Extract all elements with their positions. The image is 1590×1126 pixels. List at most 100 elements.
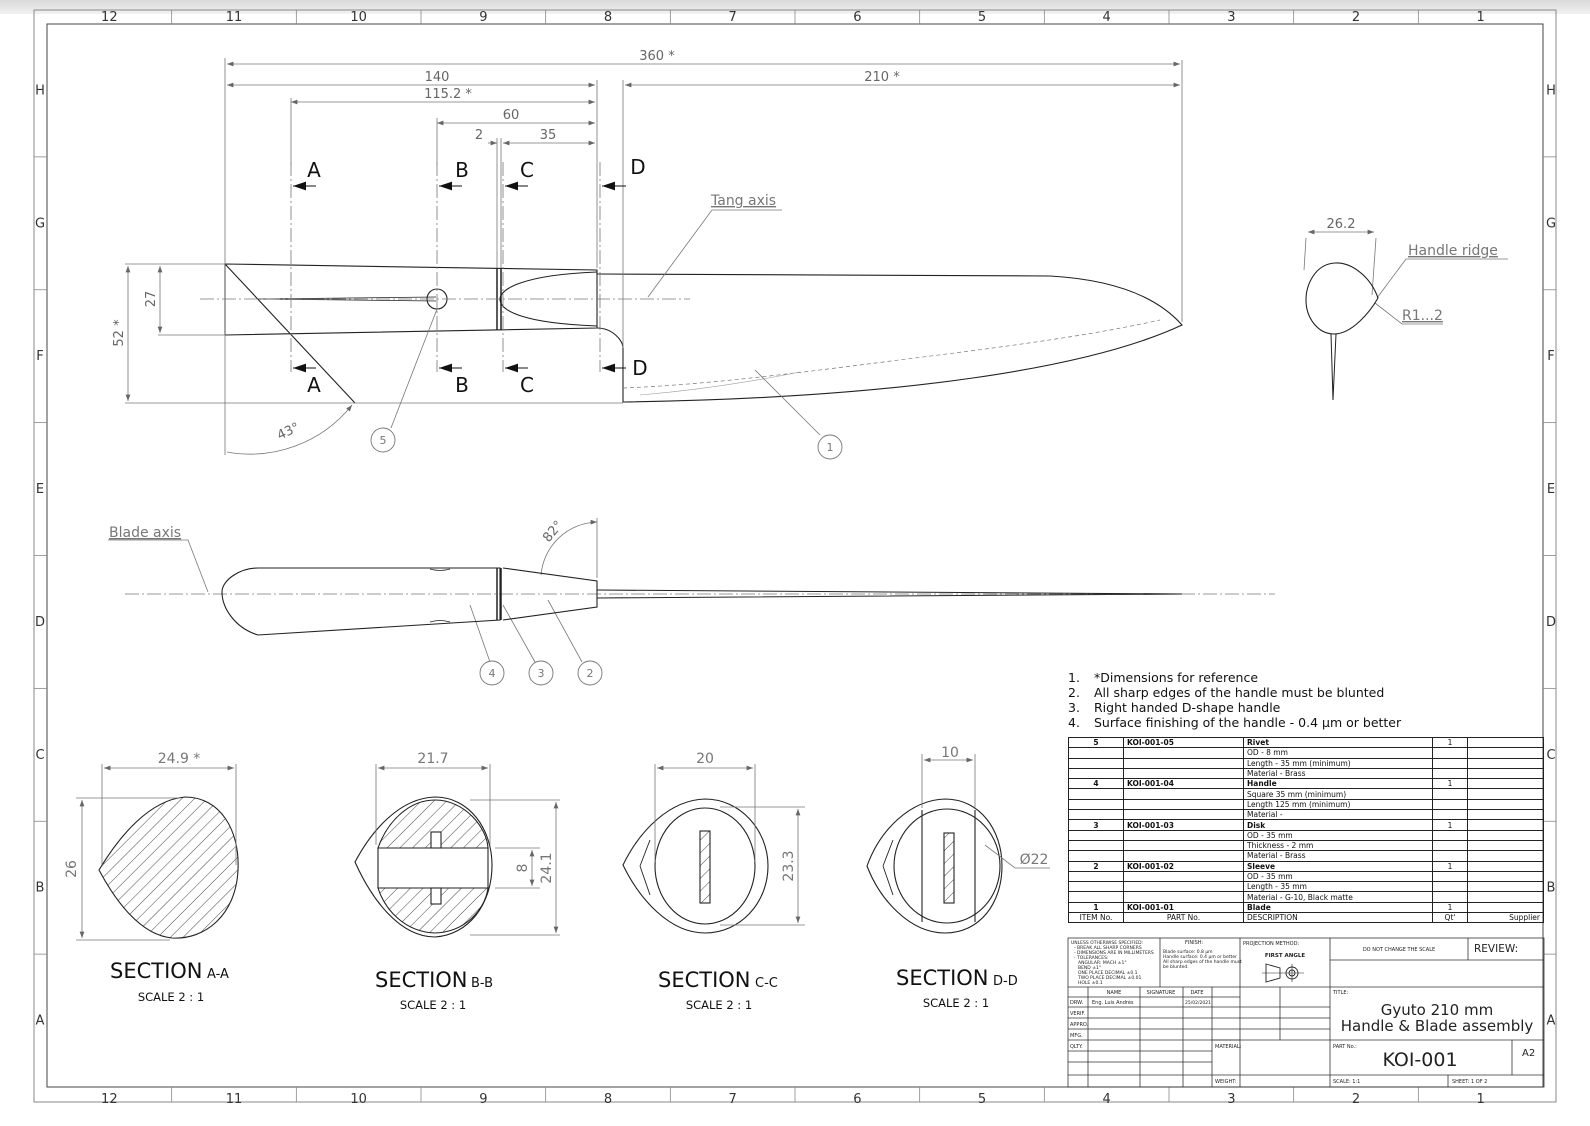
bom-cell-desc: Material - Brass — [1243, 850, 1433, 862]
inner-frame — [46, 23, 1544, 1088]
callout-blade-axis: Blade axis — [109, 525, 181, 541]
section-mark-d-bottom: D — [632, 356, 647, 380]
bom-cell-desc: Length - 35 mm (minimum) — [1243, 757, 1433, 769]
bom-row: Material - Brass — [1068, 767, 1544, 780]
center-lines — [125, 162, 1275, 595]
grid-col-top-2: 2 — [1352, 10, 1360, 25]
section-a-title: SECTION — [110, 959, 203, 983]
dim-angle-sleeve: 82° — [540, 518, 566, 545]
section-d — [866, 754, 1050, 934]
grid-row-left-G: G — [35, 216, 45, 231]
bom-cell-qty — [1432, 747, 1468, 759]
note-3: 3.Right handed D-shape handle — [1068, 700, 1281, 715]
bom-cell-item — [1068, 870, 1124, 883]
tb-review: REVIEW: — [1474, 943, 1518, 955]
bom-header-part: PART No. — [1123, 912, 1244, 924]
section-mark-a-top: A — [307, 158, 321, 182]
bom-cell-item — [1068, 850, 1124, 862]
bom-cell-qty — [1432, 767, 1468, 780]
tb-unless-1: - BREAK ALL SHARP CORNERS — [1074, 945, 1142, 951]
bom-cell-desc: Square 35 mm (minimum) — [1243, 788, 1433, 800]
tb-role-qlty: QLTY. — [1070, 1044, 1083, 1050]
bom-cell-supplier — [1467, 829, 1544, 841]
section-b — [354, 764, 560, 938]
grid-row-right-H: H — [1546, 83, 1556, 98]
bom-cell-item: 3 — [1068, 819, 1124, 831]
bom-row: OD - 8 mm — [1068, 747, 1544, 759]
balloon-3 — [528, 660, 554, 686]
bom-cell-desc: Length 125 mm (minimum) — [1243, 798, 1433, 811]
grid-row-right-A: A — [1547, 1014, 1556, 1029]
grid-row-right-D: D — [1546, 615, 1556, 630]
tb-role-mfg: MFG. — [1070, 1033, 1083, 1039]
dim-ridge-width: 26.2 — [1327, 217, 1356, 232]
bom-cell-part — [1123, 850, 1244, 862]
grid-col-bottom-3: 3 — [1227, 1092, 1235, 1107]
section-mark-a-bottom: A — [307, 373, 321, 397]
bom-cell-item: 4 — [1068, 778, 1124, 790]
bom-cell-item — [1068, 891, 1124, 903]
bom-cell-supplier — [1467, 736, 1544, 749]
tb-finish-2: Handle surface: 0.4 μm or better — [1163, 954, 1237, 960]
bom-cell-item — [1068, 788, 1124, 800]
dim-rivet-pos: 115.2 * — [424, 87, 472, 102]
section-c-height: 23.3 — [781, 850, 797, 881]
grid-col-bottom-10: 10 — [350, 1092, 367, 1107]
section-mark-c-top: C — [520, 158, 534, 182]
tb-part-no-label: PART No.: — [1333, 1044, 1357, 1050]
tb-first-angle: FIRST ANGLE — [1265, 953, 1306, 959]
dim-sleeve-start: 60 — [503, 108, 520, 123]
tb-sheet: SHEET: 1 OF 2 — [1452, 1079, 1487, 1085]
tb-col-name: NAME — [1107, 990, 1122, 996]
bom-row: OD - 35 mm — [1068, 829, 1544, 841]
bom-cell-desc: Length - 35 mm — [1243, 881, 1433, 893]
bom-cell-supplier — [1467, 870, 1544, 883]
bom-cell-desc: Material - — [1243, 809, 1433, 821]
bom-cell-desc: Sleeve — [1243, 860, 1433, 872]
section-d-title: SECTION — [896, 966, 989, 990]
bom-cell-item — [1068, 767, 1124, 780]
grid-col-bottom-9: 9 — [479, 1092, 487, 1107]
sleeve-curve — [499, 271, 598, 327]
bom-row: OD - 35 mm — [1068, 870, 1544, 883]
balloon-1-label: 1 — [827, 441, 834, 454]
bom-header-row: ITEM No. PART No. DESCRIPTION Qt' Suppli… — [1068, 912, 1544, 924]
grid-row-right-F: F — [1547, 349, 1554, 364]
balloon-5 — [370, 427, 396, 453]
bom-cell-supplier — [1467, 881, 1544, 893]
bom-cell-item — [1068, 881, 1124, 893]
bom-cell-part — [1123, 839, 1244, 852]
tb-unless-6: ONE PLACE DECIMAL ±0.1 — [1078, 970, 1138, 976]
dim-angle-tip: 43° — [275, 420, 302, 443]
bom-cell-qty — [1432, 788, 1468, 800]
bom-row: Thickness - 2 mm — [1068, 839, 1544, 852]
bom-cell-item — [1068, 798, 1124, 811]
dim-sleeve: 35 — [540, 128, 557, 143]
bom-cell-desc: Material - G-10, Black matte — [1243, 891, 1433, 903]
tb-unless-3: - TOLERANCES: — [1074, 955, 1108, 961]
bom-cell-supplier — [1467, 809, 1544, 821]
end-view — [1305, 262, 1379, 401]
grid-col-top-9: 9 — [479, 10, 487, 25]
tb-col-signature: SIGNATURE — [1147, 990, 1176, 996]
bom-cell-desc: Material - Brass — [1243, 767, 1433, 780]
bom-cell-qty — [1432, 809, 1468, 821]
section-mark-d-top: D — [630, 155, 645, 179]
section-b-scale: SCALE 2 : 1 — [400, 998, 466, 1012]
balloon-group — [370, 427, 843, 686]
bom-cell-part — [1123, 757, 1244, 769]
bom-cell-part — [1123, 798, 1244, 811]
bom-cell-item — [1068, 829, 1124, 841]
tb-drawn-by: Eng. Luis Andrés — [1092, 999, 1134, 1006]
bom-cell-qty — [1432, 850, 1468, 862]
bom-cell-qty: 1 — [1432, 778, 1468, 790]
handle-end-bevel — [224, 263, 356, 404]
bom-cell-item — [1068, 809, 1124, 821]
side-view — [224, 263, 1183, 404]
bom-header-supplier: Supplier — [1467, 912, 1544, 924]
grid-row-left-F: F — [36, 349, 43, 364]
bom-cell-supplier — [1467, 839, 1544, 852]
grid-col-bottom-11: 11 — [226, 1092, 243, 1107]
grid-row-left-E: E — [36, 482, 44, 497]
bom-row: Length - 35 mm — [1068, 881, 1544, 893]
